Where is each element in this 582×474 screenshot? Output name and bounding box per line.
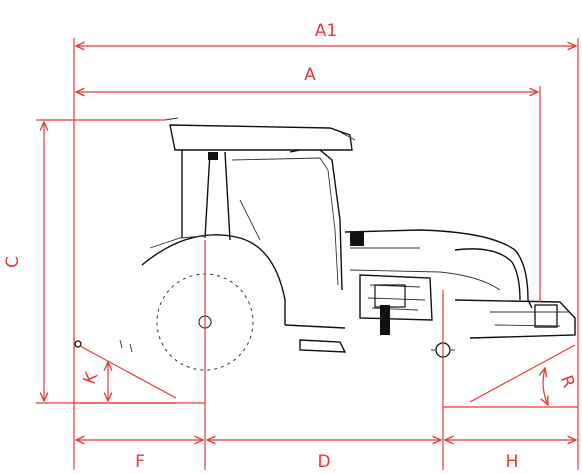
label-k: K [80, 369, 103, 387]
angle-r: R [469, 344, 579, 405]
grille-contour [454, 248, 521, 301]
angle-k: K [80, 345, 177, 404]
dimension-a1: A1 [76, 21, 576, 46]
rear-fender [141, 234, 286, 325]
dimension-d: D [207, 440, 441, 472]
engine-block [359, 274, 433, 321]
cab-roof [169, 124, 353, 151]
cab-frame [181, 149, 343, 291]
dimension-f: F [76, 440, 203, 472]
label-h: H [506, 452, 519, 472]
rear-hitch-point [74, 340, 82, 348]
front-frame [454, 299, 576, 339]
hood [344, 229, 533, 309]
dimension-c: C [3, 122, 44, 401]
lower-chassis [284, 324, 347, 353]
label-a1: A1 [315, 21, 337, 41]
label-c: C [3, 256, 23, 268]
tractor-illustration [74, 117, 576, 371]
label-r: R [556, 373, 579, 391]
dimension-a: A [76, 65, 538, 92]
dimension-h: H [445, 440, 576, 472]
label-a: A [304, 65, 316, 85]
label-d: D [317, 452, 330, 472]
label-f: F [135, 452, 145, 472]
extension-lines [36, 38, 579, 470]
